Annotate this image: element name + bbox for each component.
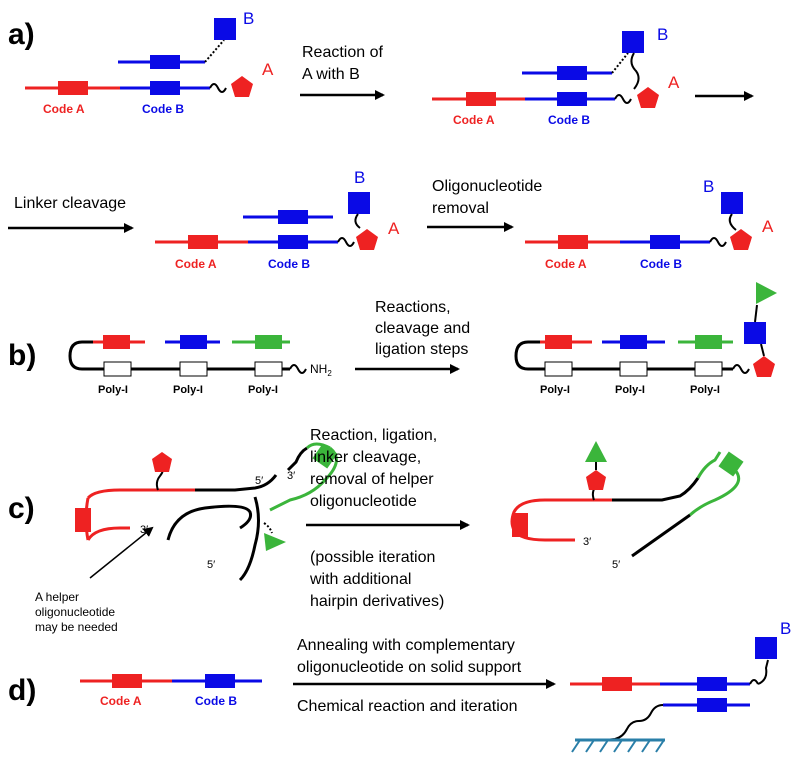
panel-c-label: c) <box>8 492 35 525</box>
linker <box>709 237 727 247</box>
step-b-line2: cleavage and <box>375 320 470 337</box>
helper-note-line2: oligonucleotide <box>35 605 115 619</box>
dotted-linker <box>204 39 225 63</box>
linker <box>337 237 355 247</box>
code-a-block <box>558 235 588 249</box>
code-a-label: Code A <box>100 694 142 708</box>
letter-b: B <box>780 619 791 638</box>
letter-a: A <box>262 60 274 79</box>
bond <box>728 213 737 231</box>
note-c-line1: (possible iteration <box>310 549 435 566</box>
note-c-line3: hairpin derivatives) <box>310 593 444 610</box>
step-a3-line2: removal <box>432 200 489 217</box>
letter-b: B <box>703 177 714 196</box>
building-block-a <box>730 229 752 250</box>
step-c-line1: Reaction, ligation, <box>310 427 437 444</box>
step-a2: Linker cleavage <box>14 195 126 212</box>
hairpin-backbone <box>68 340 290 371</box>
code-b-block <box>650 235 680 249</box>
note-c-line2: with additional <box>309 571 411 588</box>
panel-b-label: b) <box>8 339 36 372</box>
label-5prime: 5′ <box>612 559 620 571</box>
poly-i-label: Poly-I <box>98 384 128 396</box>
building-block-a <box>231 76 253 97</box>
construct-c1: 5′ 3′ 5′ 3′ <box>75 442 338 582</box>
letter-b: B <box>243 9 254 28</box>
construct-c2: 3′ 5′ <box>510 441 744 571</box>
construct-d1: Code A Code B <box>80 674 262 708</box>
poly-i-label: Poly-I <box>248 384 278 396</box>
code-a-block <box>58 81 88 95</box>
helper-note-line1: A helper <box>35 590 79 604</box>
letter-a: A <box>388 219 400 238</box>
construct-a2: B A Code A Code B <box>432 25 680 127</box>
panel-d-label: d) <box>8 674 36 707</box>
step-c-line4: oligonucleotide <box>310 493 417 510</box>
poly-i-label: Poly-I <box>173 384 203 396</box>
building-block-a <box>356 229 378 250</box>
construct-b2: Poly-I Poly-I Poly-I <box>514 282 777 396</box>
code-b-label: Code B <box>195 694 237 708</box>
code-a-label: Code A <box>453 113 495 127</box>
helper-pointer <box>89 526 154 579</box>
code-b-label: Code B <box>268 257 310 271</box>
code-a-block <box>466 92 496 106</box>
code-b-block <box>557 66 587 80</box>
construct-a1: B A Code A Code B <box>25 9 274 116</box>
label-5prime: 5′ <box>255 475 263 487</box>
letter-b: B <box>657 25 668 44</box>
letter-b: B <box>354 168 365 187</box>
step-d1-line1: Annealing with complementary <box>297 637 515 654</box>
code-b-label: Code B <box>548 113 590 127</box>
code-b-block <box>278 235 308 249</box>
step-c-line3: removal of helper <box>310 471 434 488</box>
helper-note-line3: may be needed <box>35 620 118 634</box>
poly-i-label: Poly-I <box>540 384 570 396</box>
step-d2: Chemical reaction and iteration <box>297 698 518 715</box>
step-a3-line1: Oligonucleotide <box>432 178 542 195</box>
code-b-block <box>557 92 587 106</box>
code-a-label: Code A <box>545 257 587 271</box>
step-b-line3: ligation steps <box>375 341 468 358</box>
bond <box>354 213 361 229</box>
letter-a: A <box>762 217 774 236</box>
code-a-label: Code A <box>43 102 85 116</box>
building-block-b <box>348 192 370 214</box>
code-b-block <box>278 210 308 224</box>
label-3prime: 3′ <box>583 536 591 548</box>
bond <box>630 52 640 90</box>
construct-a4: B A Code A Code B <box>525 177 774 271</box>
label-5prime: 5′ <box>207 559 215 571</box>
linker <box>209 83 227 93</box>
code-b-block <box>150 55 180 69</box>
step-c-line2: linker cleavage, <box>310 449 421 466</box>
label-3prime: 3′ <box>287 470 295 482</box>
building-block-b <box>214 18 236 40</box>
code-b-label: Code B <box>142 102 184 116</box>
step-d1-line2: oligonucleotide on solid support <box>297 659 522 676</box>
linker <box>614 94 632 104</box>
step-a1-line2: A with B <box>302 66 360 83</box>
step-a1-line1: Reaction of <box>302 44 383 61</box>
code-a-block <box>188 235 218 249</box>
code-a-label: Code A <box>175 257 217 271</box>
dotted-linker <box>611 52 629 74</box>
building-block-a <box>637 87 659 108</box>
code-b-label: Code B <box>640 257 682 271</box>
building-block-b <box>721 192 743 214</box>
construct-a3: B A Code A Code B <box>155 168 400 271</box>
poly-i-label: Poly-I <box>690 384 720 396</box>
construct-b1: NH2 Poly-I Poly-I Poly-I <box>68 335 332 396</box>
panel-a-label: a) <box>8 18 35 51</box>
building-block-b <box>622 31 644 53</box>
code-b-block <box>150 81 180 95</box>
letter-a: A <box>668 73 680 92</box>
construct-d2: B <box>570 619 791 753</box>
amine-label: NH2 <box>310 362 332 378</box>
step-b-line1: Reactions, <box>375 299 451 316</box>
poly-i-label: Poly-I <box>615 384 645 396</box>
